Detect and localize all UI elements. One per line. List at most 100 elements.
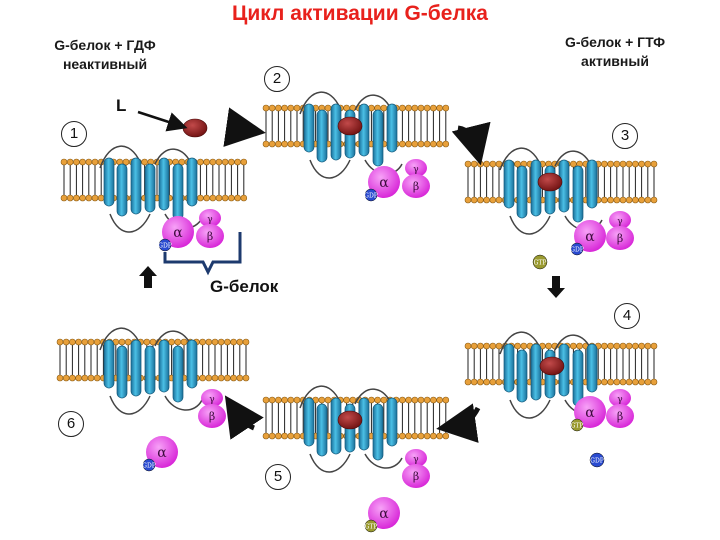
helix — [144, 345, 156, 395]
ligand-label: L — [116, 96, 127, 115]
gamma-label-3: γ — [617, 217, 622, 227]
receptor-6 — [99, 327, 203, 415]
helix — [186, 339, 198, 389]
gamma-subunit-1 — [199, 209, 221, 227]
active-state-line2: активный — [581, 53, 649, 69]
helix — [516, 165, 528, 219]
receptor-loop-bottom — [109, 395, 203, 415]
beta-label-3: β — [617, 232, 623, 245]
g-protein-brace — [163, 232, 242, 276]
g-protein-label: G-белок — [210, 277, 279, 296]
helix — [516, 349, 528, 403]
receptor-1 — [99, 145, 203, 233]
gamma-subunit-3 — [609, 211, 631, 229]
cycle-arrow-4 — [436, 403, 481, 443]
step-6-marker: 6 — [58, 411, 84, 437]
inactive-state-line1: G-белок + ГДФ — [54, 37, 156, 53]
ligand-5 — [337, 410, 363, 430]
helix — [316, 109, 328, 163]
receptor-loop-bottom — [309, 453, 403, 473]
helix — [503, 159, 515, 209]
active-state-line1: G-белок + ГТФ — [564, 34, 666, 50]
alpha-label-6: α — [157, 445, 167, 461]
helix — [530, 343, 542, 401]
beta-label-5: β — [413, 470, 419, 483]
gdp-badge-1 — [158, 238, 172, 252]
helix — [130, 157, 142, 215]
active-state-label: G-белок + ГТФ активный — [540, 33, 690, 71]
beta-subunit-2 — [402, 174, 430, 198]
gamma-label-1: γ — [207, 215, 212, 225]
free-nucleotide-3 — [532, 254, 548, 270]
helix — [116, 163, 128, 217]
gdp-badge-3 — [570, 242, 584, 256]
beta-label-4: β — [617, 410, 623, 423]
ligand-4 — [539, 356, 565, 376]
alpha-label-5: α — [379, 506, 389, 522]
ligand-2 — [337, 116, 363, 136]
diagram-title: Цикл активации G-белка — [232, 2, 488, 25]
nucleotide-label-2: GDP — [364, 193, 378, 200]
gamma-subunit-5 — [405, 449, 427, 467]
helix — [130, 339, 142, 397]
nucleotide-label-6: GDP — [142, 463, 156, 470]
helix — [103, 157, 115, 207]
free-nucleotide-4 — [589, 452, 605, 468]
alpha-subunit-2 — [368, 166, 400, 198]
inactive-state-label: G-белок + ГДФ неактивный — [30, 36, 180, 74]
beta-label-2: β — [413, 180, 419, 193]
alpha-label-2: α — [379, 175, 389, 191]
alpha-label-1: α — [173, 225, 183, 241]
nucleotide-label-5: GTP — [365, 524, 378, 531]
helix — [530, 159, 542, 217]
alpha-subunit-4 — [574, 396, 606, 428]
beta-label-6: β — [209, 410, 215, 423]
helix — [372, 403, 384, 461]
nucleotide-label-4: GTP — [571, 423, 584, 430]
cycle-arrow-2 — [451, 121, 491, 166]
free-nucleotide-label-4: GDP — [590, 458, 604, 465]
helix — [386, 397, 398, 447]
inactive-state-line2: неактивный — [62, 56, 148, 72]
alpha-label-3: α — [585, 229, 595, 245]
alpha-subunit-1 — [162, 216, 194, 248]
alpha-subunit-5 — [368, 497, 400, 529]
step-3-marker: 3 — [612, 123, 638, 149]
beta-label-1: β — [207, 230, 213, 243]
helix — [503, 343, 515, 393]
gamma-subunit-4 — [609, 389, 631, 407]
helix — [172, 163, 184, 221]
helix — [386, 103, 398, 153]
helix — [316, 403, 328, 457]
gtp-badge-5 — [364, 519, 378, 533]
free-nucleotide-label-3: GTP — [534, 260, 547, 267]
gtp-badge-4 — [570, 418, 584, 432]
step-2-marker: 2 — [264, 66, 290, 92]
cycle-arrow-3 — [547, 276, 565, 298]
helix — [144, 163, 156, 213]
helix — [103, 339, 115, 389]
helix — [586, 159, 598, 209]
gamma-subunit-2 — [405, 159, 427, 177]
helix — [572, 349, 584, 407]
helix — [303, 103, 315, 153]
cycle-arrow-1 — [223, 107, 266, 147]
beta-subunit-1 — [196, 224, 224, 248]
ligand-3 — [537, 172, 563, 192]
helix — [116, 345, 128, 399]
nucleotide-label-1: GDP — [158, 243, 172, 250]
beta-subunit-4 — [606, 404, 634, 428]
helix — [330, 397, 342, 455]
ligand-pointer-arrow — [137, 110, 188, 132]
helix — [303, 397, 315, 447]
helix — [572, 165, 584, 223]
step-4-marker: 4 — [614, 303, 640, 329]
gamma-label-2: γ — [413, 165, 418, 175]
beta-subunit-5 — [402, 464, 430, 488]
step-5-marker: 5 — [265, 464, 291, 490]
gamma-label-6: γ — [209, 395, 214, 405]
gamma-subunit-6 — [201, 389, 223, 407]
helix — [158, 157, 170, 211]
beta-subunit-6 — [198, 404, 226, 428]
